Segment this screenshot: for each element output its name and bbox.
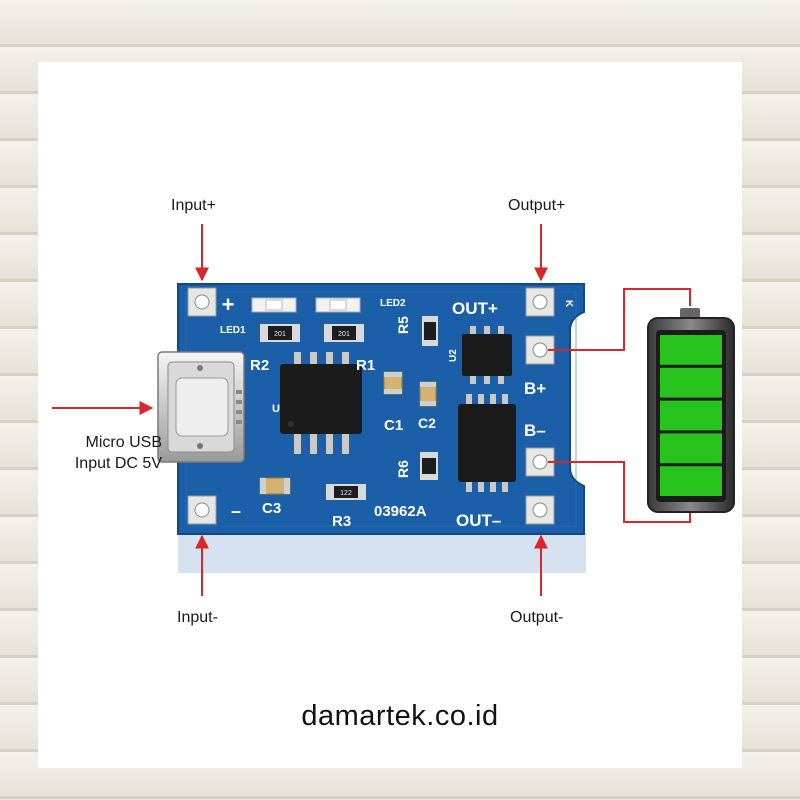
battery-cell (660, 466, 722, 496)
battery-cell (660, 335, 722, 365)
battery-cell (660, 367, 722, 398)
res-code-r3: 122 (340, 490, 352, 497)
annotation-arrows (52, 224, 548, 596)
battery-cells (660, 335, 722, 496)
silk-b-minus: B– (524, 421, 546, 440)
res-code-r1: 201 (338, 331, 350, 338)
label-input-minus: Input- (177, 609, 218, 626)
battery-cell (660, 400, 722, 431)
silk-part-no: 03962A (374, 503, 427, 520)
silk-plus: + (222, 292, 235, 317)
wire-b-plus (548, 288, 691, 351)
mosfet-ic (458, 394, 516, 492)
label-micro-usb: Micro USB Input DC 5V (30, 432, 162, 474)
silk-u2: U2 (448, 349, 459, 362)
label-usb-line1: Micro USB (85, 434, 162, 451)
silk-c3: C3 (262, 500, 281, 517)
silk-c1: C1 (384, 417, 403, 434)
capacitors (259, 371, 437, 495)
label-input-plus: Input+ (171, 197, 216, 214)
resistors: 201 201 122 (260, 316, 438, 500)
silk-k-mark: K (563, 300, 574, 308)
battery-wires (548, 288, 691, 523)
silk-out-plus: OUT+ (452, 299, 498, 318)
pcb-reflection (178, 533, 586, 573)
silk-led2: LED2 (380, 298, 406, 309)
silk-out-minus: OUT– (456, 511, 501, 530)
label-usb-line2: Input DC 5V (74, 455, 162, 472)
silk-led1: LED1 (220, 325, 246, 336)
silk-r6: R6 (395, 460, 411, 478)
silkscreen: + – LED1 LED2 R2 R1 C1 C2 C3 R3 03962A R… (220, 292, 574, 530)
silk-u1: U (272, 403, 280, 415)
micro-usb-connector (157, 351, 245, 463)
silk-b-plus: B+ (524, 379, 546, 398)
label-output-minus: Output- (510, 609, 564, 626)
silk-r5: R5 (395, 316, 411, 334)
res-code-r2: 201 (274, 331, 286, 338)
label-output-plus: Output+ (508, 197, 566, 214)
silk-r2: R2 (250, 357, 269, 374)
silk-minus: – (231, 501, 241, 521)
pad-out-minus (525, 495, 555, 525)
leds (251, 297, 361, 313)
protection-ic (462, 326, 512, 384)
wire-b-minus (548, 461, 691, 523)
silk-r1: R1 (356, 357, 375, 374)
silk-r3: R3 (332, 513, 351, 530)
silk-c2: C2 (418, 415, 436, 431)
battery-icon (647, 308, 735, 513)
brand-watermark: damartek.co.id (301, 700, 499, 732)
charger-ic (280, 352, 362, 454)
battery-cell (660, 433, 722, 464)
solder-pads (187, 287, 555, 525)
